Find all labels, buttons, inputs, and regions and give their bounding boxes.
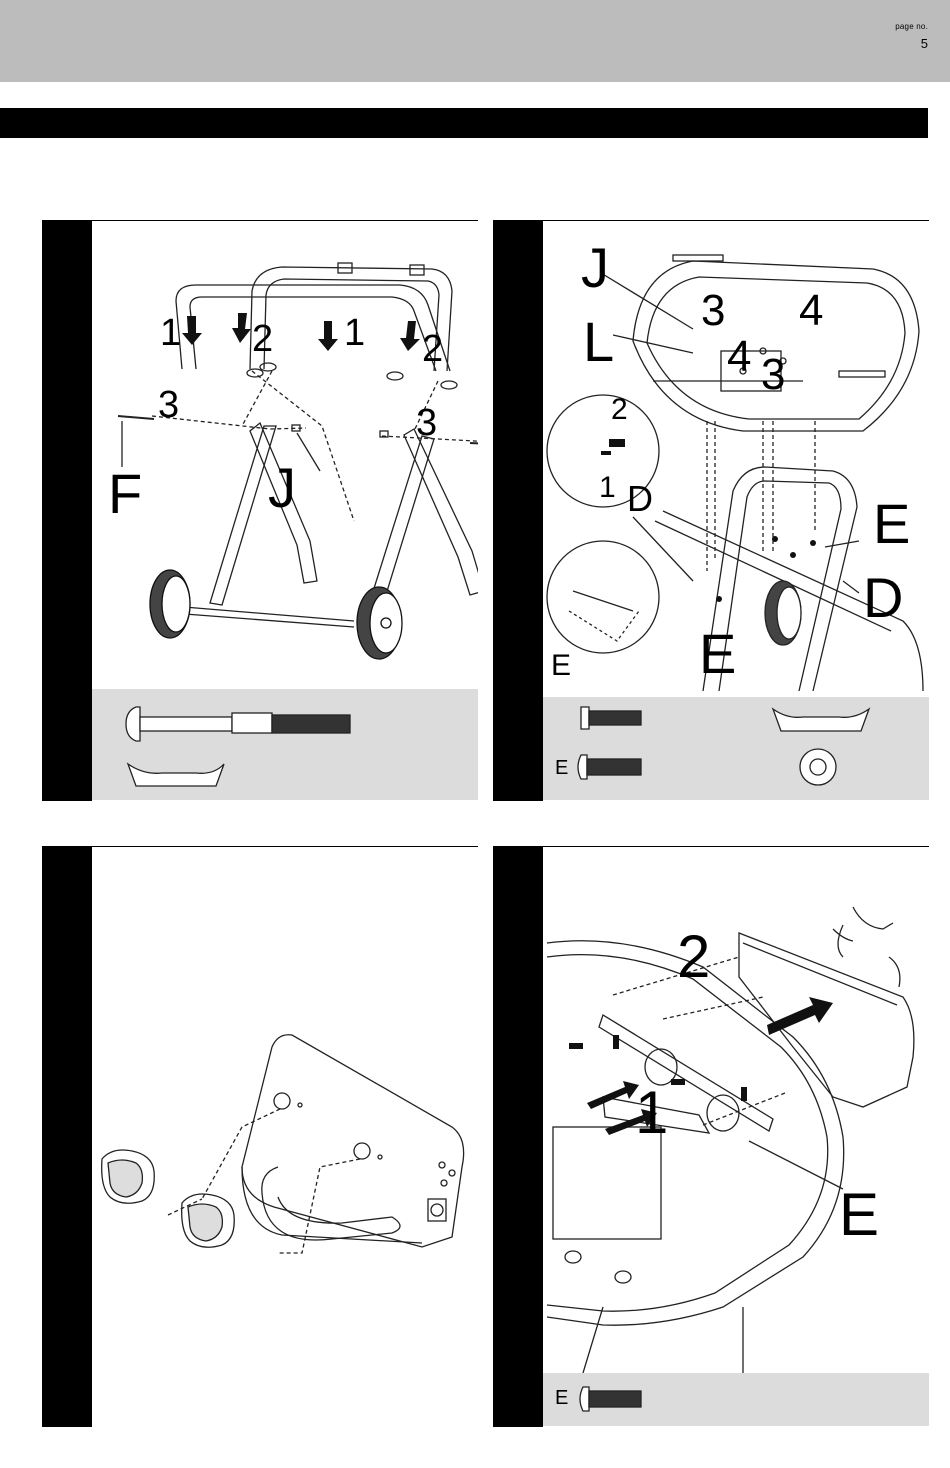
callout-num-3a: 3 [701,286,725,335]
step-panel-2: J L 3 4 4 3 2 1 D E D E E E [493,220,929,801]
callout-num-3b: 3 [761,350,785,399]
hardware-illustrations [543,1373,929,1426]
bolt-icon [578,755,587,779]
section-title-bar [0,108,928,138]
step-panel-1: 1 2 1 2 3 3 F J [42,220,478,801]
step-sidebar [493,221,543,801]
callout-num-4a: 4 [799,286,823,335]
bowl-attach-illustration: J L 3 4 4 3 2 1 D E D E E [543,221,929,697]
callout-part-F: F [108,462,142,525]
shelf-attach-illustration: 2 1 E [543,847,929,1373]
callout-step-3a: 3 [158,384,179,426]
screw-icon [581,707,589,729]
callout-part-E2: E [699,622,736,685]
callout-part-J: J [581,236,609,299]
left-wheel [150,570,190,638]
hardware-box-4: E [543,1373,929,1426]
wing-nut-icon [773,709,869,731]
callout-step-1a: 1 [160,312,181,354]
callout-part-E: E [839,1181,879,1248]
frame-assembly-illustration: 1 2 1 2 3 3 F J [92,221,478,689]
inset-step-2: 2 [611,393,628,426]
callout-part-D2: D [863,566,903,629]
control-knob-illustration [92,847,478,1427]
page-number: 5 [921,36,928,51]
callout-part-L: L [583,310,614,373]
page-number-label: page no. [895,22,928,31]
hardware-illustrations [92,689,478,800]
hardware-box-2: E [543,697,929,800]
callout-part-D1: D [627,478,653,519]
callout-step-3b: 3 [416,402,437,444]
right-wheel [357,587,402,659]
step-sidebar [493,847,543,1427]
bolt-icon [580,1387,589,1411]
callout-step-2: 2 [677,923,710,990]
callout-step-1b: 1 [344,312,365,354]
inset-step-1: 1 [599,471,616,504]
callout-num-4b: 4 [727,332,751,381]
step-sidebar [42,847,92,1427]
callout-step-2a: 2 [252,318,273,360]
header-band: page no. 5 [0,0,950,82]
wing-nut-icon [128,764,224,786]
hardware-box-1 [92,689,478,800]
part-label-E: E [555,1387,568,1410]
step-sidebar [42,221,92,801]
axle-bolt-icon [126,707,140,741]
callout-step-1: 1 [635,1079,668,1146]
callout-part-E3: E [551,649,571,682]
callout-part-J: J [268,456,296,519]
hardware-illustrations [543,697,929,800]
step-panel-3 [42,846,478,1427]
callout-step-2b: 2 [422,328,443,370]
step-panel-4: 2 1 E E [493,846,929,1427]
callout-part-E1: E [873,492,910,555]
part-label-E: E [555,757,568,780]
